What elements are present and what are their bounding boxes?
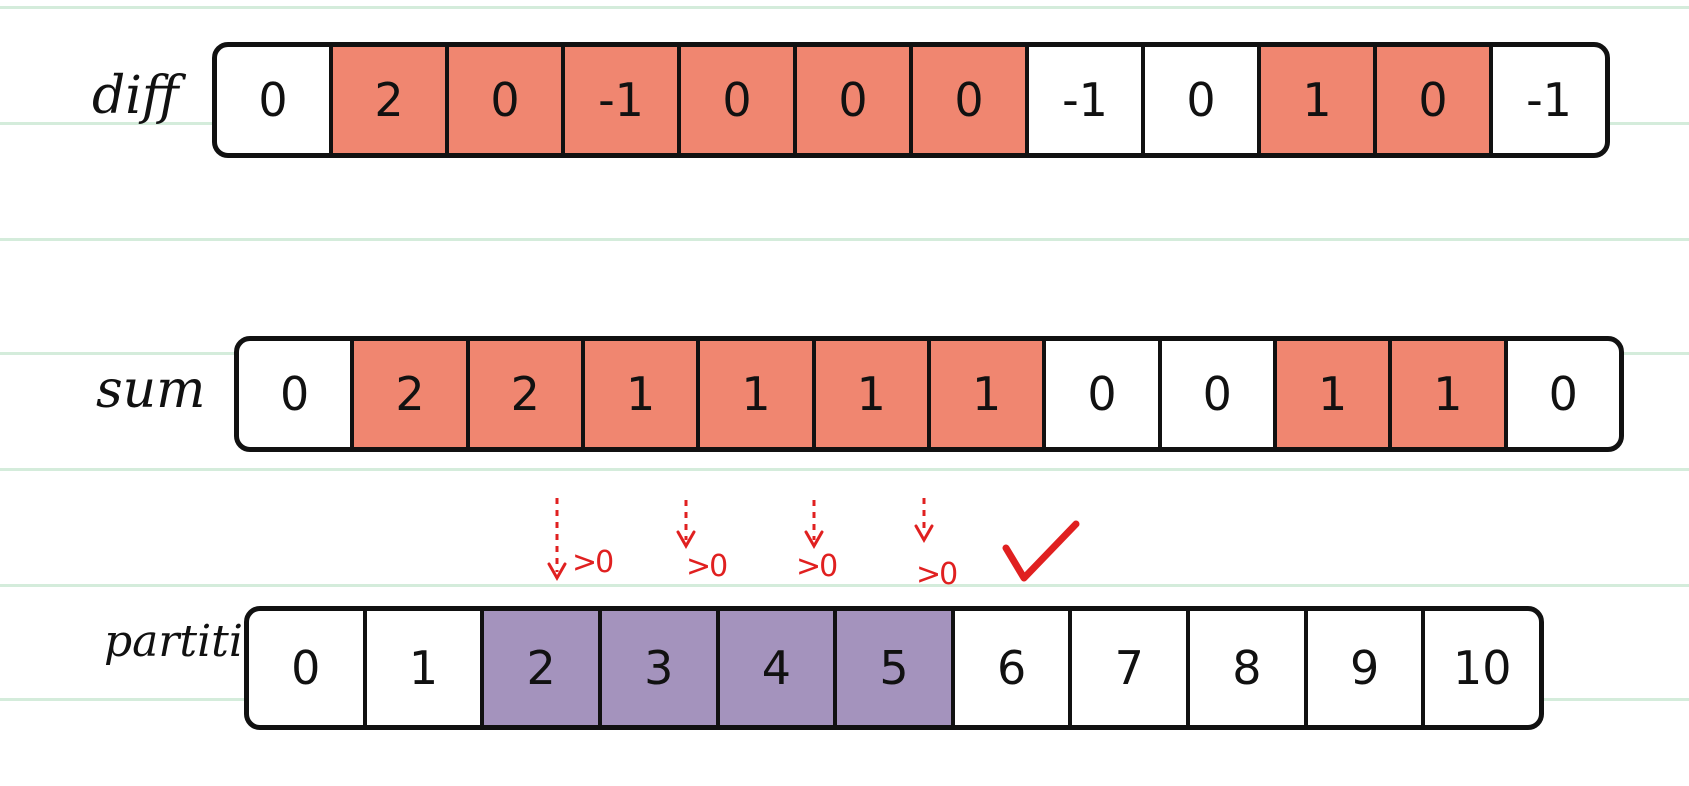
arrowhead bbox=[914, 524, 934, 544]
partition-cell: 9 bbox=[1303, 611, 1422, 725]
diff-cell: 0 bbox=[909, 47, 1025, 153]
diff-cell: 2 bbox=[329, 47, 445, 153]
sum-cell: 0 bbox=[280, 367, 310, 421]
sum-cell: 0 bbox=[1157, 341, 1273, 447]
diff-cell: 0 bbox=[1373, 47, 1489, 153]
diff-cell: 0 bbox=[677, 47, 793, 153]
diff-cell: 1 bbox=[1257, 47, 1373, 153]
arrowhead bbox=[804, 530, 824, 550]
partition-cell: 10 bbox=[1421, 611, 1539, 725]
diff-cell: -1 bbox=[1025, 47, 1141, 153]
diff-cell: 0 bbox=[1141, 47, 1257, 153]
sum-cell: 2 bbox=[465, 341, 581, 447]
ruled-line bbox=[0, 6, 1689, 9]
sum-cell: 1 bbox=[696, 341, 812, 447]
diff-cell: -1 bbox=[1489, 47, 1605, 153]
diff-cell: 0 bbox=[445, 47, 561, 153]
arrowhead bbox=[676, 530, 696, 550]
sum-cell: 1 bbox=[811, 341, 927, 447]
sum-cell: 0 bbox=[1042, 341, 1157, 447]
partition-cell: 0 bbox=[291, 641, 321, 695]
partition-cell: 3 bbox=[597, 611, 716, 725]
ruled-line bbox=[0, 468, 1689, 471]
checkmark-icon bbox=[1002, 520, 1080, 582]
partition-cell: 4 bbox=[715, 611, 834, 725]
partition-cell: 8 bbox=[1186, 611, 1304, 725]
partition-cell: 1 bbox=[362, 611, 481, 725]
diff-cell: 0 bbox=[258, 73, 288, 127]
sum-cell: 0 bbox=[1503, 341, 1619, 447]
partition-cell: 2 bbox=[480, 611, 598, 725]
arrowhead bbox=[547, 562, 567, 582]
ruled-line bbox=[0, 238, 1689, 241]
sum-cell: 1 bbox=[926, 341, 1043, 447]
sum-cell: 1 bbox=[1272, 341, 1389, 447]
partition-cell: 6 bbox=[950, 611, 1069, 725]
diff-cell: 0 bbox=[793, 47, 909, 153]
partition-cell: 7 bbox=[1068, 611, 1186, 725]
comparison-label: >0 bbox=[916, 557, 958, 592]
comparison-label: >0 bbox=[686, 549, 728, 584]
sum-cell: 1 bbox=[1388, 341, 1504, 447]
partition-cell: 5 bbox=[833, 611, 951, 725]
comparison-label: >0 bbox=[572, 545, 614, 580]
sum-cell: 1 bbox=[580, 341, 697, 447]
comparison-label: >0 bbox=[796, 549, 838, 584]
ruled-line bbox=[0, 584, 1689, 587]
diff-cell: -1 bbox=[561, 47, 677, 153]
diff-row-label: diff bbox=[92, 66, 179, 126]
sum-row-label: sum bbox=[96, 360, 206, 420]
sum-cell: 2 bbox=[350, 341, 466, 447]
